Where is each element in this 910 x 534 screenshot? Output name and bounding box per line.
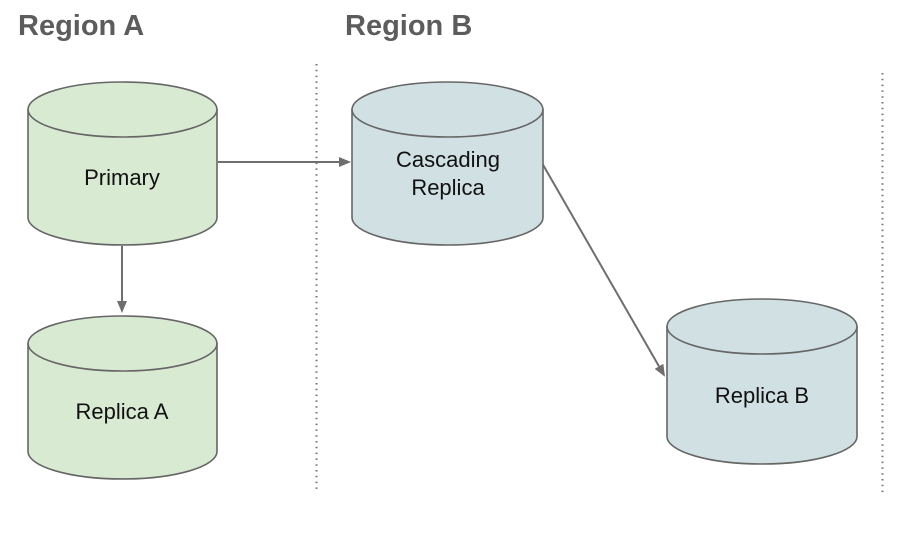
region-a-title: Region A — [18, 10, 145, 42]
replica-b-node — [666, 298, 858, 465]
cylinder-top — [351, 81, 544, 138]
primary-node-label: Primary — [84, 165, 160, 190]
cascading-replica-node-label: Cascading Replica — [396, 147, 500, 200]
cylinder-body — [27, 108, 218, 246]
primary-node — [27, 81, 218, 246]
cylinder-top — [27, 81, 218, 138]
cylinder-top — [666, 298, 858, 355]
cylinder-top — [27, 315, 218, 372]
cylinder-body — [27, 342, 218, 480]
cascading-replica-node — [351, 81, 544, 246]
replica-b-node-label: Replica B — [714, 383, 810, 408]
replica-a-node-label: Replica A — [75, 399, 169, 424]
cylinder-body — [351, 108, 544, 246]
region-b-title: Region B — [345, 10, 473, 42]
replica-a-node — [27, 315, 218, 480]
cylinder-body — [666, 325, 858, 465]
arrow-cascading-replica-to-replica-b — [541, 162, 665, 377]
